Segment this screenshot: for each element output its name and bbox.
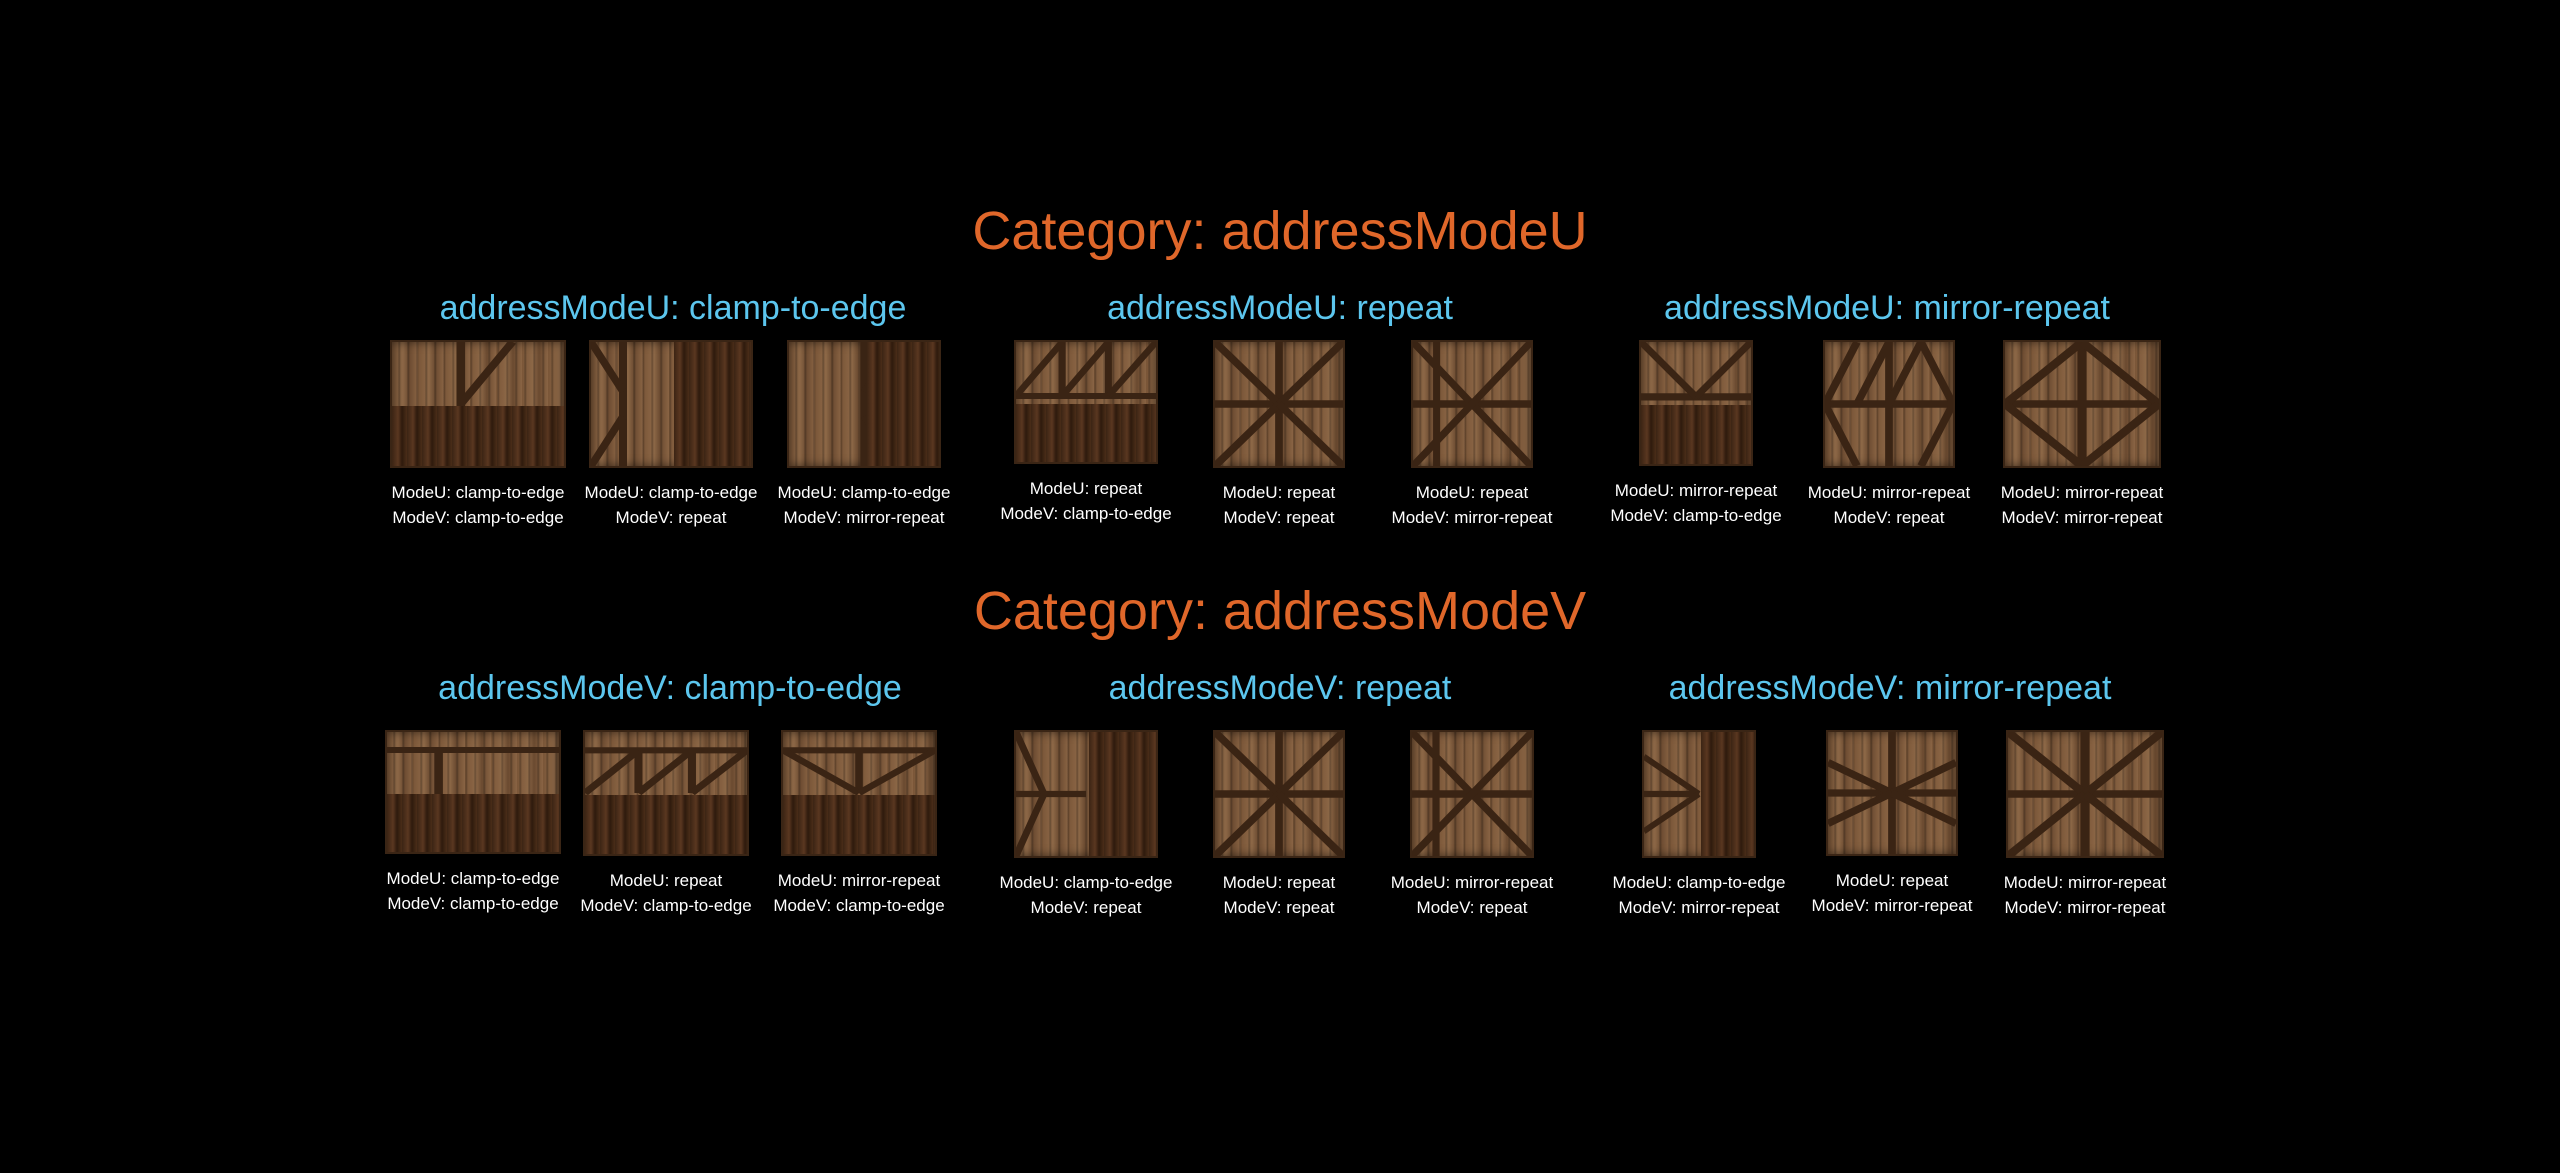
crate-image	[385, 730, 561, 854]
mode-v-label: ModeV: clamp-to-edge	[1610, 506, 1782, 525]
crate-image	[1213, 730, 1345, 858]
group-title-u-clamp: addressModeU: clamp-to-edge	[439, 289, 907, 327]
mode-v-label: ModeV: mirror-repeat	[2001, 508, 2163, 527]
group-title-u-mirror: addressModeU: mirror-repeat	[1664, 289, 2110, 327]
crate-image	[1410, 730, 1534, 858]
mode-u-label: ModeU: clamp-to-edge	[999, 873, 1173, 892]
mode-v-label: ModeV: repeat	[1223, 898, 1335, 917]
category-title-address-mode-v: Category: addressModeV	[973, 581, 1587, 641]
mode-u-label: ModeU: mirror-repeat	[1390, 873, 1554, 892]
crate-image	[2003, 340, 2161, 468]
mode-v-label: ModeV: clamp-to-edge	[580, 896, 752, 915]
group-title-v-repeat: addressModeV: repeat	[1108, 669, 1452, 707]
mode-u-label: ModeU: repeat	[1415, 483, 1529, 502]
mode-u-label: ModeU: mirror-repeat	[777, 871, 941, 890]
crate-image	[1639, 340, 1753, 466]
mode-u-label: ModeU: clamp-to-edge	[1612, 873, 1786, 892]
mode-v-label: ModeV: mirror-repeat	[2004, 898, 2166, 917]
mode-v-label: ModeV: mirror-repeat	[1811, 896, 1973, 915]
mode-v-label: ModeV: repeat	[615, 508, 727, 527]
crate-image	[1823, 340, 1955, 468]
mode-u-label: ModeU: repeat	[1029, 479, 1143, 498]
mode-u-label: ModeU: repeat	[609, 871, 723, 890]
mode-u-label: ModeU: clamp-to-edge	[386, 869, 560, 888]
mode-v-label: ModeV: repeat	[1223, 508, 1335, 527]
category-title-address-mode-u: Category: addressModeU	[972, 201, 1588, 261]
mode-u-label: ModeU: mirror-repeat	[1614, 481, 1778, 500]
crate-image	[1826, 730, 1958, 856]
crate-image	[2006, 730, 2164, 858]
mode-v-label: ModeV: clamp-to-edge	[1000, 504, 1172, 523]
crate-image	[1014, 730, 1158, 858]
mode-v-label: ModeV: mirror-repeat	[1618, 898, 1780, 917]
mode-v-label: ModeV: clamp-to-edge	[387, 894, 559, 913]
crate-image	[589, 340, 753, 468]
crate-image	[390, 340, 566, 468]
crate-image	[1014, 340, 1158, 464]
crate-image	[1411, 340, 1533, 468]
mode-u-label: ModeU: clamp-to-edge	[391, 483, 565, 502]
group-title-v-mirror: addressModeV: mirror-repeat	[1668, 669, 2112, 707]
mode-u-label: ModeU: repeat	[1835, 871, 1949, 890]
mode-v-label: ModeV: repeat	[1833, 508, 1945, 527]
mode-u-label: ModeU: repeat	[1222, 483, 1336, 502]
crate-image	[787, 340, 941, 468]
group-title-v-clamp: addressModeV: clamp-to-edge	[438, 669, 902, 707]
crate-image	[1642, 730, 1756, 858]
mode-v-label: ModeV: clamp-to-edge	[392, 508, 564, 527]
mode-u-label: ModeU: mirror-repeat	[2003, 873, 2167, 892]
mode-u-label: ModeU: clamp-to-edge	[777, 483, 951, 502]
mode-u-label: ModeU: repeat	[1222, 873, 1336, 892]
crate-image	[583, 730, 749, 856]
crate-image	[1213, 340, 1345, 468]
group-title-u-repeat: addressModeU: repeat	[1107, 289, 1453, 327]
mode-u-label: ModeU: mirror-repeat	[1807, 483, 1971, 502]
mode-v-label: ModeV: repeat	[1416, 898, 1528, 917]
mode-v-label: ModeV: mirror-repeat	[783, 508, 945, 527]
mode-v-label: ModeV: clamp-to-edge	[773, 896, 945, 915]
mode-u-label: ModeU: mirror-repeat	[2000, 483, 2164, 502]
mode-v-label: ModeV: repeat	[1030, 898, 1142, 917]
crate-image	[781, 730, 937, 856]
mode-v-label: ModeV: mirror-repeat	[1391, 508, 1553, 527]
mode-u-label: ModeU: clamp-to-edge	[584, 483, 758, 502]
